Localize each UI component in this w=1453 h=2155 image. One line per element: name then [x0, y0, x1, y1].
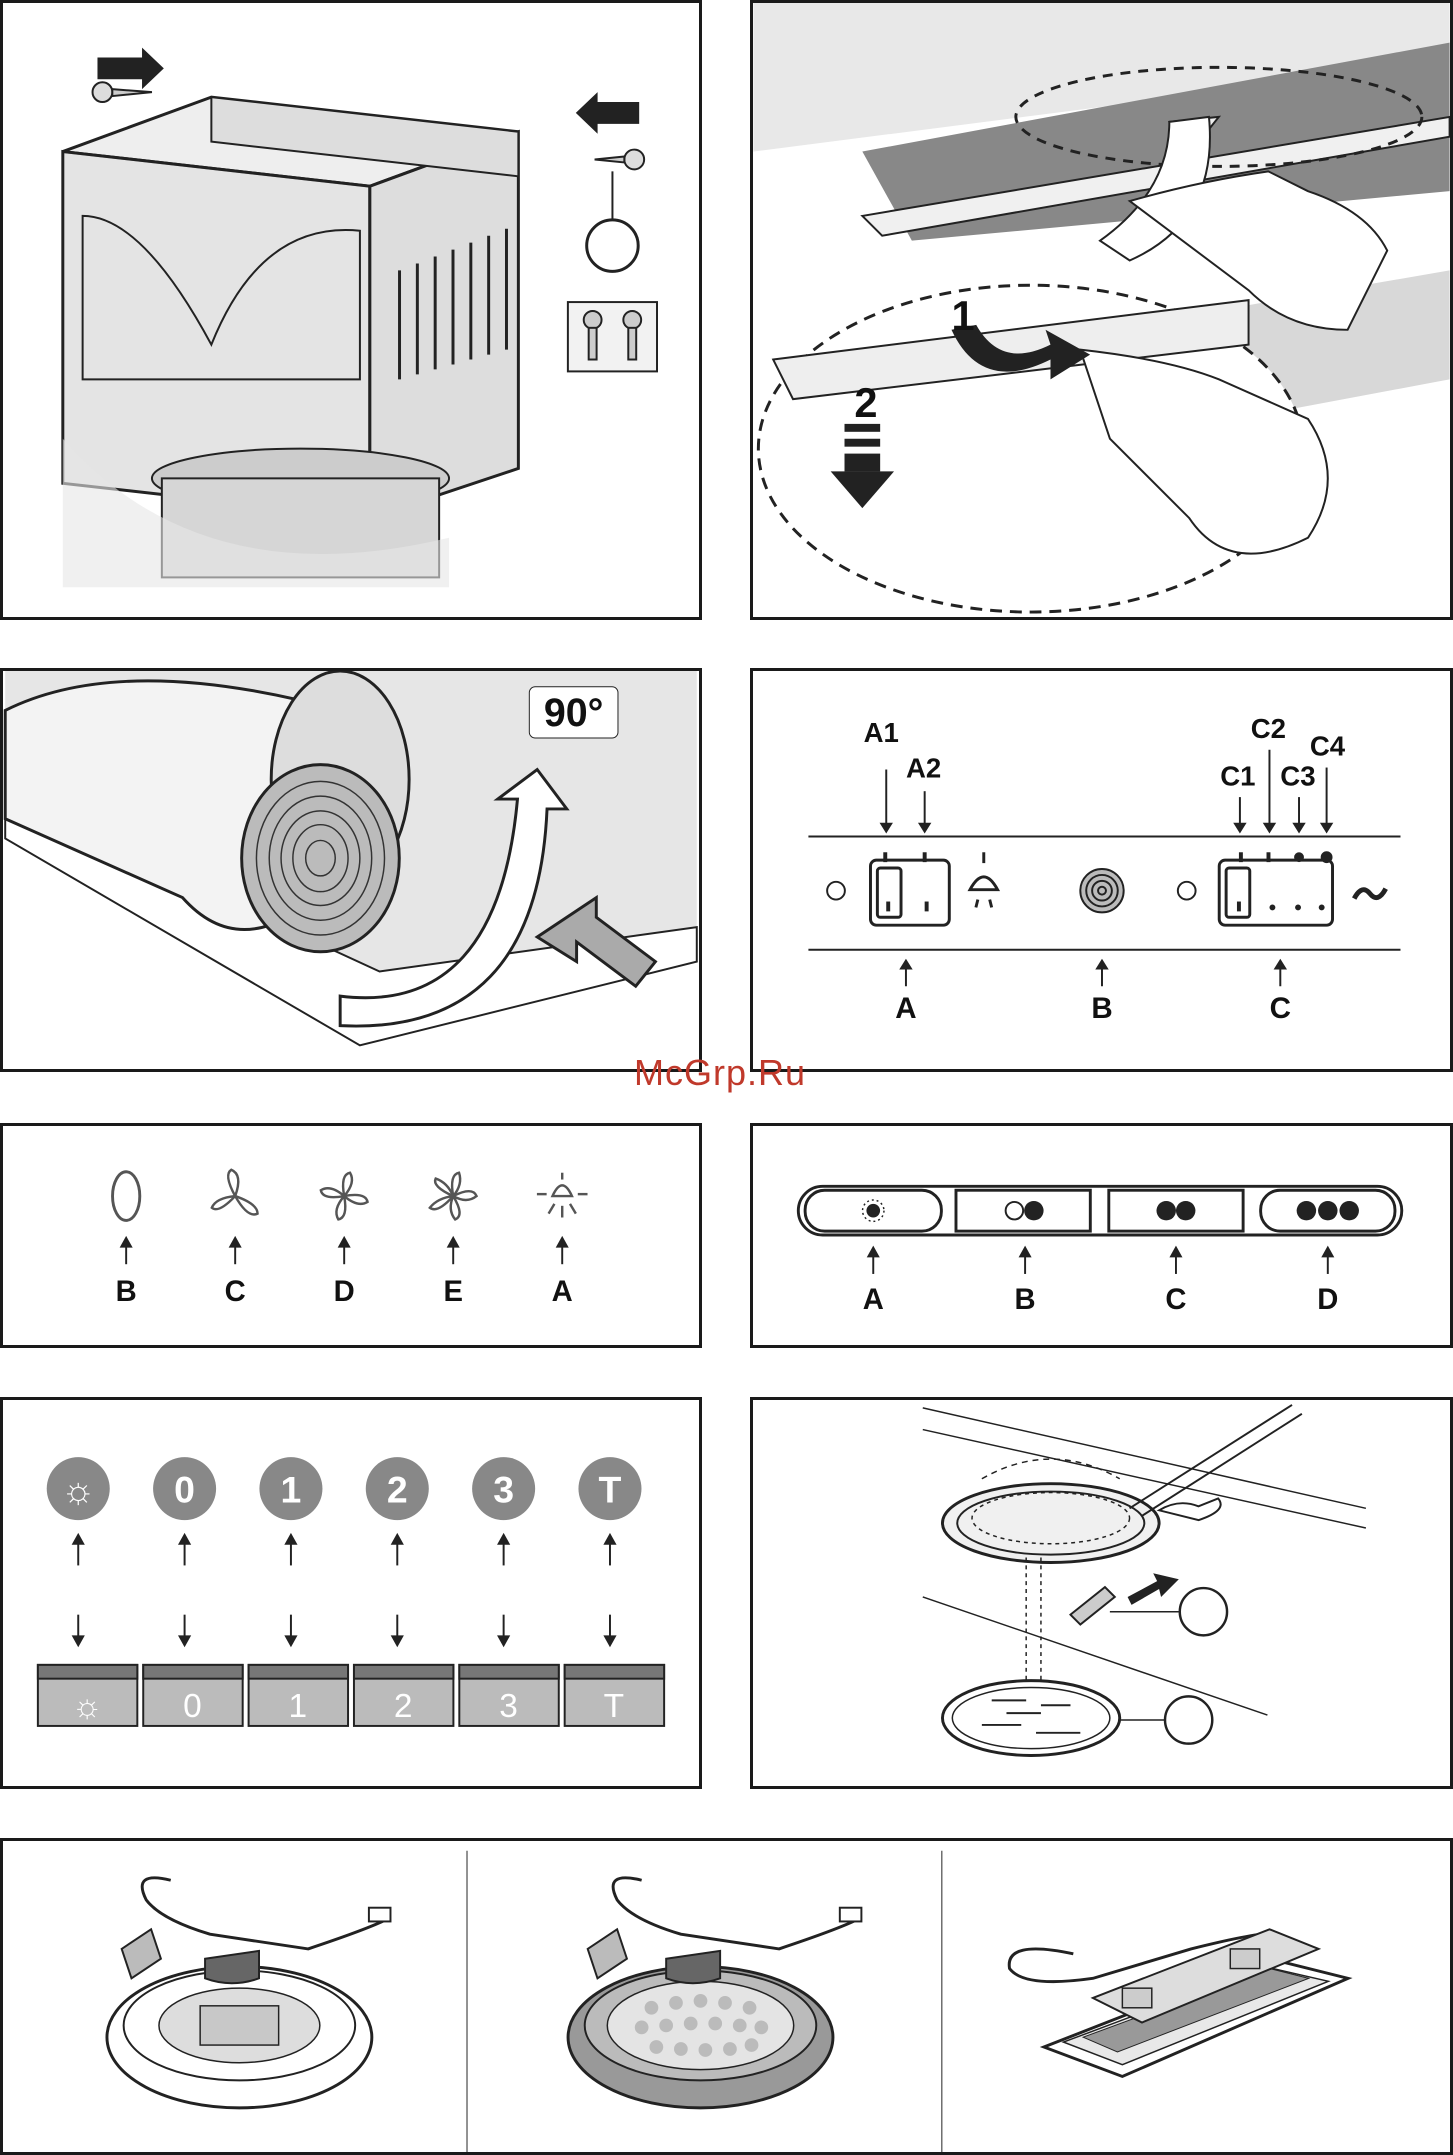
- button-strip-diagram: A B C D: [753, 1126, 1450, 1345]
- key-1[interactable]: 1: [289, 1688, 308, 1725]
- label-c4: C4: [1310, 731, 1346, 762]
- lamp-replacement-illustration: [753, 1400, 1450, 1786]
- fan-3-blade-icon: [212, 1170, 258, 1215]
- key-2[interactable]: 2: [394, 1688, 413, 1725]
- knob-icon: [1080, 869, 1123, 912]
- fan-4-blade-icon: [321, 1173, 368, 1220]
- round-led-lamp-icon: [568, 1878, 861, 2108]
- symbol-label: C: [225, 1276, 246, 1308]
- zero-icon: [113, 1172, 140, 1221]
- label-b: B: [1091, 992, 1112, 1025]
- light-icon: [970, 852, 998, 907]
- round-lamp-icon: [107, 1878, 391, 2108]
- circle-key-light: ☼: [61, 1468, 95, 1510]
- key-light[interactable]: ☼: [72, 1688, 103, 1725]
- rectangular-led-lamp-icon: [1009, 1929, 1348, 2076]
- symbol-label: E: [443, 1276, 462, 1308]
- panel-duct-assembly: [0, 0, 702, 620]
- circle-key-3: 3: [493, 1468, 514, 1510]
- button-label: D: [1317, 1284, 1338, 1316]
- bulb-icon: [1070, 1587, 1114, 1624]
- three-dots-icon: [1297, 1201, 1359, 1220]
- panel-key-strip: ☼ 0 1 2 3 T: [0, 1397, 702, 1789]
- arrow-right-icon: [1128, 1573, 1179, 1605]
- label-c1: C1: [1220, 760, 1255, 791]
- button-label: A: [863, 1284, 884, 1316]
- lamp-types-illustration: [3, 1841, 1450, 2152]
- symbol-label: A: [552, 1276, 573, 1308]
- circle-key-0: 0: [174, 1468, 195, 1510]
- screw-icon: [595, 150, 645, 170]
- label-c3: C3: [1280, 760, 1315, 791]
- fan-5-blade-icon: [430, 1173, 477, 1220]
- circle-key-1: 1: [281, 1468, 302, 1510]
- label-c: C: [1270, 992, 1291, 1025]
- key-3[interactable]: 3: [499, 1688, 518, 1725]
- symbol-label: B: [116, 1276, 137, 1308]
- circle-key-t: T: [599, 1468, 622, 1510]
- rotate-illustration: 90°: [3, 671, 699, 1069]
- panel-lamp-types: [0, 1838, 1453, 2155]
- key-0[interactable]: 0: [183, 1688, 202, 1725]
- panel-rotate-90: 90°: [0, 668, 702, 1072]
- key-strip-diagram: ☼ 0 1 2 3 T: [3, 1400, 699, 1786]
- label-a1: A1: [864, 717, 899, 748]
- label-a2: A2: [906, 752, 941, 783]
- symbol-label: D: [334, 1276, 355, 1308]
- light-icon: [537, 1173, 588, 1218]
- key-t[interactable]: T: [604, 1688, 624, 1725]
- panel-lamp-replacement: [750, 1397, 1453, 1789]
- panel-button-strip: A B C D: [750, 1123, 1453, 1348]
- switch-diagram: A1 A2 C1 C2 C3 C4 A B C: [753, 671, 1450, 1069]
- panel-filter-removal: 1 2: [750, 0, 1453, 620]
- fan-symbols-diagram: B C D E A: [3, 1126, 699, 1345]
- circle-key-2: 2: [387, 1468, 408, 1510]
- button-label: B: [1015, 1284, 1036, 1316]
- angle-label: 90°: [544, 691, 604, 735]
- panel-rocker-switches: A1 A2 C1 C2 C3 C4 A B C: [750, 668, 1453, 1072]
- panel-fan-symbols: B C D E A: [0, 1123, 702, 1348]
- label-c2: C2: [1251, 713, 1286, 744]
- step-1-label: 1: [951, 292, 974, 339]
- arrow-left-icon: [576, 92, 639, 134]
- wave-icon: [1354, 889, 1386, 899]
- duct-assembly-illustration: [3, 3, 699, 617]
- filter-removal-illustration: 1 2: [753, 3, 1450, 617]
- button-label: C: [1165, 1284, 1186, 1316]
- label-a: A: [895, 992, 916, 1025]
- step-2-label: 2: [854, 379, 877, 426]
- watermark: McGrp.Ru: [634, 1052, 806, 1094]
